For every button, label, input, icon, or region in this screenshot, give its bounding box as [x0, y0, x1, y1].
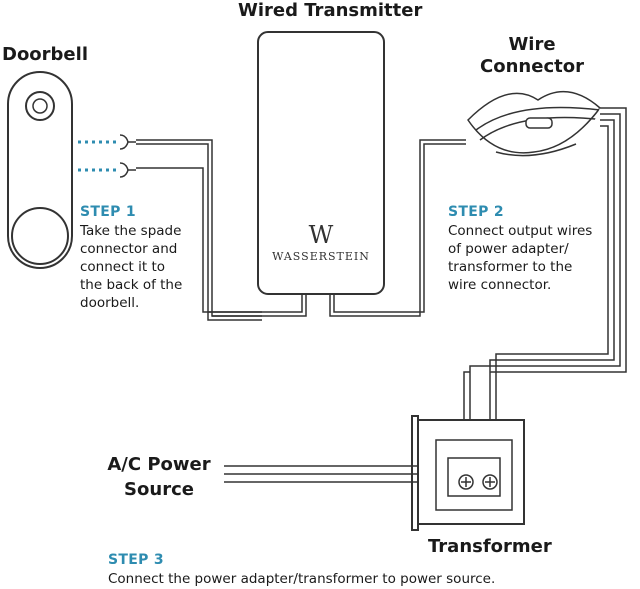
brand-logo: W WASSERSTEIN [258, 222, 384, 263]
step-1-text: Take the spade connector and connect it … [80, 223, 183, 311]
ac-power-cord [224, 465, 418, 483]
step-2-text: Connect output wires of power adapter/ t… [448, 223, 593, 293]
wire-connector-label: Wire Connector [480, 34, 584, 77]
doorbell-device [7, 71, 73, 269]
brand-name: WASSERSTEIN [272, 250, 370, 263]
step-3-text: Connect the power adapter/transformer to… [108, 571, 496, 587]
transformer-label: Transformer [428, 536, 552, 557]
wire-connector-device [463, 90, 627, 420]
transmitter-leads [208, 139, 466, 317]
transmitter-label: Wired Transmitter [238, 0, 423, 21]
doorbell-label: Doorbell [2, 44, 88, 65]
wired-transmitter-box [257, 31, 385, 295]
step-2-title: STEP 2 [448, 204, 504, 220]
spade-connector [119, 134, 136, 178]
transformer-device [411, 415, 525, 531]
dotted-connection [78, 140, 118, 172]
step-1-title: STEP 1 [80, 204, 136, 220]
step-3-title: STEP 3 [108, 552, 164, 568]
brand-mark: W [308, 221, 334, 249]
ac-power-label: A/C Power Source [107, 454, 211, 500]
